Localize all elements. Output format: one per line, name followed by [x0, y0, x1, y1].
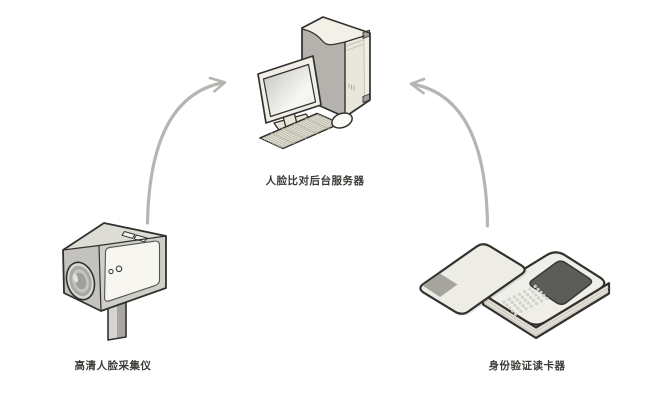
- top-vent: [133, 234, 148, 243]
- label-card-reader: 身份验证读卡器: [488, 360, 566, 372]
- label-server: 人脸比对后台服务器: [265, 175, 365, 187]
- label-camera: 高清人脸采集仪: [74, 360, 152, 372]
- server-node: [257, 16, 371, 150]
- camera-node: [62, 222, 167, 341]
- arrow-reader-to-server: [409, 77, 490, 228]
- indicator-led: [108, 268, 114, 275]
- mouse: [331, 112, 353, 129]
- camera-lens: [65, 261, 96, 301]
- id-card: [419, 243, 528, 316]
- reader-dots: [502, 284, 549, 316]
- camera-front-panel: [104, 240, 161, 302]
- indicator-led: [115, 265, 123, 273]
- reader-screen: [529, 260, 593, 306]
- card-reader-node: [419, 243, 611, 340]
- reader-body: [481, 251, 611, 340]
- top-vent: [121, 231, 136, 239]
- monitor: [257, 55, 322, 124]
- card-chip: [422, 273, 458, 297]
- monitor-screen: [262, 63, 317, 118]
- keyboard: [259, 112, 341, 150]
- arrow-camera-to-server: [145, 76, 227, 225]
